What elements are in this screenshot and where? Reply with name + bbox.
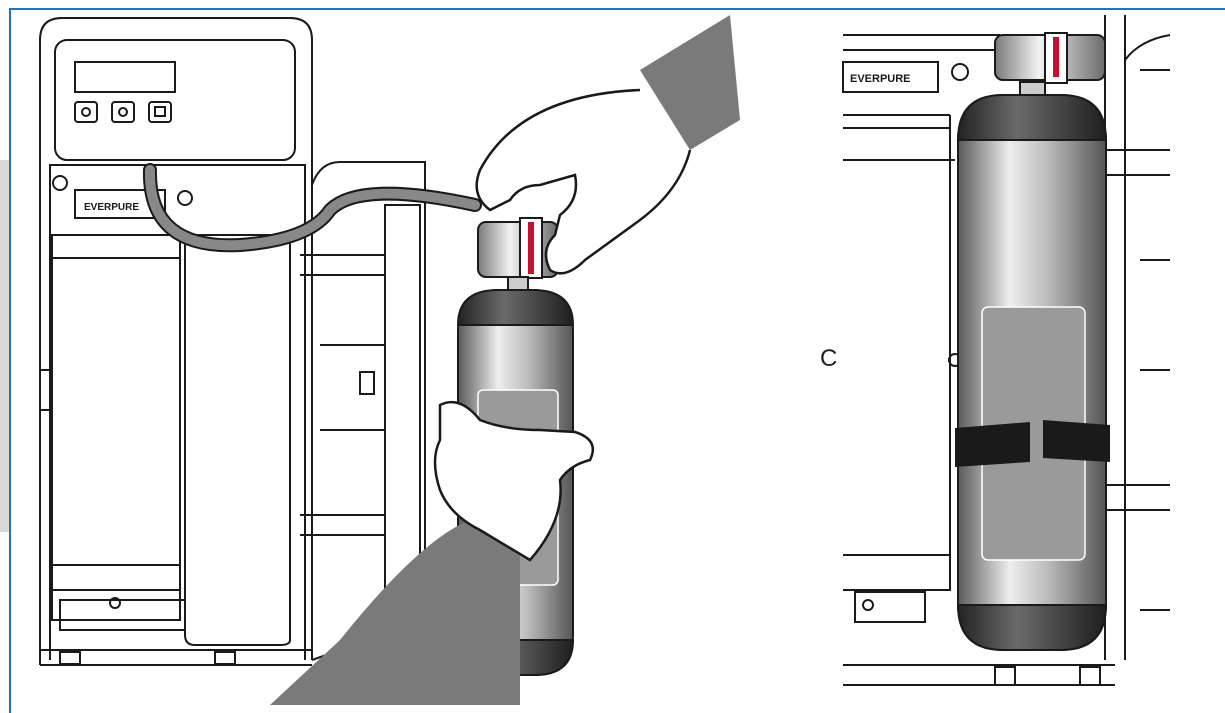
filter-head-left — [74, 189, 166, 219]
screw-icon — [862, 599, 874, 611]
screw-icon — [177, 190, 193, 206]
unit-housing-outline — [39, 17, 313, 665]
display-window — [74, 61, 176, 93]
left-gray-tab — [0, 160, 9, 532]
step-label: C — [820, 345, 838, 372]
open-door — [311, 161, 426, 661]
frame-top-line — [9, 8, 1225, 10]
screw-icon — [109, 597, 121, 609]
brand-label-left: EVERPURE — [84, 202, 139, 213]
lower-hand — [270, 400, 595, 705]
filter-canister — [51, 234, 181, 621]
control-panel — [54, 39, 296, 161]
screw-icon — [52, 175, 68, 191]
left-panel — [39, 17, 482, 666]
filter-head-right — [842, 61, 939, 93]
strap-left — [955, 422, 1030, 467]
cartridge-right — [955, 94, 1110, 651]
strap-right — [1043, 420, 1110, 462]
button-2 — [111, 101, 135, 123]
frame-left-line — [9, 8, 11, 713]
button-1 — [74, 101, 98, 123]
brand-label-right: EVERPURE — [850, 73, 911, 85]
upper-hand — [475, 15, 740, 275]
button-3 — [148, 101, 172, 123]
filter-head-right-gauge — [994, 32, 1106, 97]
screw-icon — [951, 63, 969, 81]
